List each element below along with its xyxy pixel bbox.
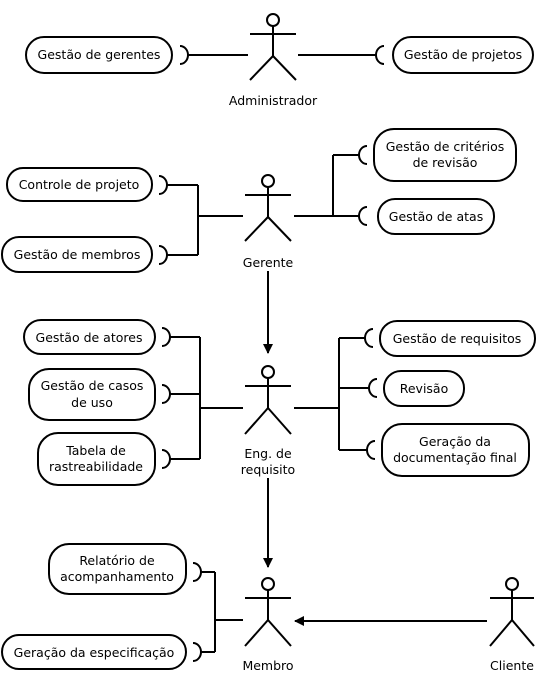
- usecase-label: Gestão de atas: [389, 209, 483, 224]
- stick-figure-icon: [244, 174, 292, 242]
- usecase-label: Controle de projeto: [19, 177, 140, 192]
- usecase-tabela-rastreabilidade[interactable]: Tabela de rastreabilidade: [37, 432, 156, 486]
- usecase-label-line2: acompanhamento: [60, 569, 174, 584]
- stick-figure-icon: [244, 577, 292, 647]
- usecase-label-line2: de revisão: [413, 155, 478, 170]
- connector: [192, 562, 243, 662]
- usecase-gestao-atores[interactable]: Gestão de atores: [23, 319, 156, 355]
- usecase-label-line1: Geração da: [419, 434, 491, 449]
- usecase-label: Gestão de requisitos: [393, 331, 522, 346]
- actor-administrador: Administrador: [229, 13, 318, 108]
- actor-cliente: Cliente: [489, 577, 535, 673]
- usecase-controle-projeto[interactable]: Controle de projeto: [6, 167, 153, 202]
- usecase-label: Geração da especificação: [14, 645, 175, 660]
- usecase-gestao-gerentes[interactable]: Gestão de gerentes: [25, 36, 173, 74]
- usecase-revisao[interactable]: Revisão: [383, 370, 465, 407]
- usecase-label-line1: Tabela de: [65, 443, 126, 458]
- actor-label: Cliente: [490, 658, 534, 673]
- actor-label-line2: requisito: [241, 462, 295, 477]
- usecase-label: Revisão: [400, 381, 449, 396]
- actor-label: Membro: [242, 658, 293, 673]
- usecase-gestao-atas[interactable]: Gestão de atas: [377, 198, 495, 235]
- usecase-gestao-casos-uso[interactable]: Gestão de casos de uso: [28, 368, 156, 421]
- usecase-label-line1: Relatório de: [79, 553, 155, 568]
- connector: [179, 45, 248, 65]
- usecase-label-line1: Gestão de critérios: [386, 139, 505, 154]
- actor-label-line1: Eng. de: [244, 446, 292, 461]
- connector: [161, 327, 243, 469]
- usecase-label-line2: documentação final: [393, 450, 517, 465]
- connector: [294, 145, 368, 226]
- actor-label: Administrador: [229, 93, 318, 108]
- connector: [158, 175, 243, 265]
- stick-figure-icon: [244, 365, 292, 435]
- usecase-relatorio-acompanhamento[interactable]: Relatório de acompanhamento: [48, 543, 187, 595]
- actor-membro: Membro: [242, 577, 294, 673]
- usecase-gestao-projetos[interactable]: Gestão de projetos: [392, 36, 534, 74]
- stick-figure-icon: [249, 13, 297, 81]
- connector: [298, 45, 385, 65]
- usecase-label: Gestão de projetos: [404, 47, 522, 62]
- usecase-label-line2: de uso: [71, 395, 113, 410]
- usecase-gestao-criterios-revisao[interactable]: Gestão de critérios de revisão: [373, 128, 517, 182]
- usecase-label-line2: rastreabilidade: [49, 459, 143, 474]
- usecase-geracao-documentacao-final[interactable]: Geração da documentação final: [381, 423, 530, 477]
- usecase-label-line1: Gestão de casos: [41, 378, 144, 393]
- usecase-geracao-especificacao[interactable]: Geração da especificação: [1, 634, 187, 670]
- stick-figure-icon: [489, 577, 535, 647]
- usecase-label: Gestão de atores: [36, 330, 143, 345]
- connector: [294, 328, 378, 460]
- usecase-gestao-requisitos[interactable]: Gestão de requisitos: [379, 320, 536, 357]
- usecase-label: Gestão de membros: [14, 247, 141, 262]
- actor-gerente: Gerente: [243, 174, 294, 270]
- actor-eng-requisito: Eng. de requisito: [241, 365, 295, 477]
- actor-label: Gerente: [243, 255, 294, 270]
- usecase-gestao-membros[interactable]: Gestão de membros: [1, 236, 153, 273]
- usecase-label: Gestão de gerentes: [38, 47, 161, 62]
